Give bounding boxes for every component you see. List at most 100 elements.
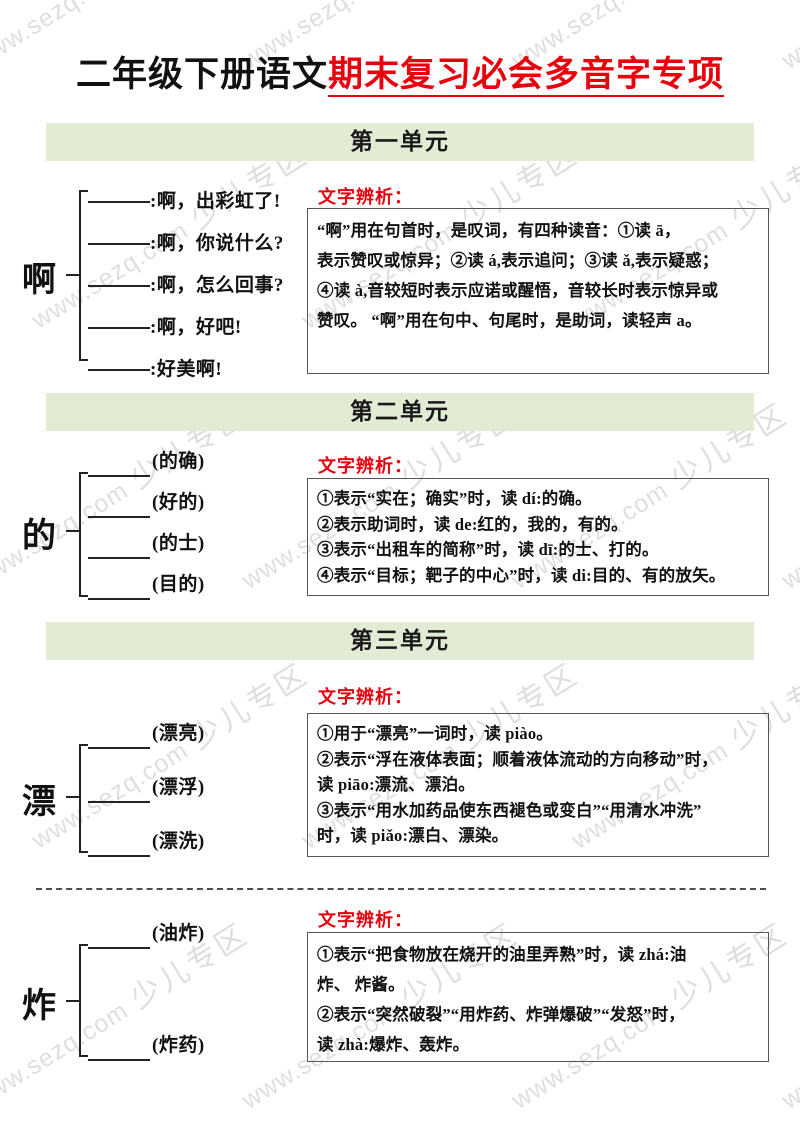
analysis-line: “啊”用在句首时，是叹词，有四种读音：①读 ā，	[317, 221, 681, 240]
page-title: 二年级下册语文期末复习必会多音字专项	[0, 46, 800, 97]
entry-label: (目的)	[152, 574, 205, 595]
entry-row[interactable]: :啊，好吧!	[88, 312, 242, 339]
unit-banner-3: 第三单元	[46, 622, 754, 660]
answer-blank[interactable]	[88, 242, 150, 245]
analysis-line: 炸、 炸酱。	[317, 975, 405, 994]
answer-blank[interactable]	[88, 326, 150, 329]
brace-tip-top	[79, 190, 88, 192]
analysis-line: ②表示助词时，读 de:红的，我的，有的。	[317, 514, 628, 534]
analysis-line: ②表示“浮在液体表面；顺着液体流动的方向移动”时，	[317, 749, 718, 769]
answer-blank[interactable]	[88, 284, 150, 287]
analysis-label-1: 文字辨析：	[318, 187, 413, 207]
brace-spine	[79, 472, 81, 596]
section-divider	[36, 888, 766, 890]
brace-tip-bottom	[79, 1055, 88, 1057]
entry-label: (漂亮)	[152, 723, 205, 744]
answer-blank[interactable]	[88, 854, 150, 857]
analysis-line: ③表示“用水加药品使东西褪色或变白”“用清水冲洗”	[317, 800, 702, 820]
brace-spine	[79, 744, 81, 852]
analysis-line: ①用于“漂亮”一词时，读 piào。	[317, 724, 553, 743]
brace-stem	[66, 796, 79, 798]
analysis-line: ①表示“把食物放在烧开的油里弄熟”时，读 zhá:油	[317, 945, 687, 964]
entry-row[interactable]: :啊，怎么回事?	[88, 270, 284, 297]
answer-blank[interactable]	[88, 800, 150, 803]
entry-row[interactable]: (漂浮)	[88, 777, 204, 812]
analysis-label-4: 文字辨析：	[318, 910, 413, 930]
analysis-line: 表示赞叹或惊异；②读 á,表示追问；③读 ǎ,表示疑惑；	[317, 251, 719, 270]
brace-stem	[66, 1000, 79, 1002]
entry-label: :啊，你说什么?	[150, 233, 284, 254]
entry-label: (漂洗)	[152, 831, 205, 852]
analysis-box-2: ①表示“实在；确实”时，读 dí:的确。 ②表示助词时，读 de:红的，我的，有…	[307, 478, 769, 596]
analysis-line: ④读 à,音较短时表示应诺或醒悟，音较长时表示惊异或	[317, 281, 719, 300]
brace-stem	[66, 274, 79, 276]
entry-label: (漂浮)	[152, 777, 205, 798]
headword-character-2: 的	[22, 518, 56, 555]
unit-banner-label-2: 第二单元	[350, 399, 450, 424]
analysis-line: 赞叹。 “啊”用在句中、句尾时，是助词，读轻声 a。	[317, 311, 702, 330]
entry-label: :啊，出彩虹了!	[150, 191, 281, 212]
headword-character-4: 炸	[22, 988, 56, 1025]
entry-label: :啊，好吧!	[150, 317, 242, 338]
entry-row[interactable]: :啊，你说什么?	[88, 228, 284, 255]
brace-group-2: 的 (的确) (好的) (的士) (目的)	[22, 451, 322, 609]
brace-group-3: 漂 (漂亮) (漂浮) (漂洗)	[22, 723, 322, 860]
brace-spine	[79, 190, 81, 360]
brace-tip-bottom	[79, 359, 88, 361]
analysis-box-4: ①表示“把食物放在烧开的油里弄熟”时，读 zhá:油 炸、 炸酱。 ②表示“突然…	[307, 932, 769, 1062]
analysis-box-3: ①用于“漂亮”一词时，读 piào。 ②表示“浮在液体表面；顺着液体流动的方向移…	[307, 713, 769, 857]
page-title-black: 二年级下册语文	[75, 55, 328, 94]
entry-label: (好的)	[152, 492, 205, 513]
entry-row[interactable]: (好的)	[88, 492, 204, 527]
answer-blank[interactable]	[88, 515, 150, 518]
analysis-line: 读 piāo:漂流、漂泊。	[317, 775, 475, 794]
watermark-text: www.sezq.com少儿专区	[776, 476, 800, 595]
answer-blank[interactable]	[88, 946, 150, 949]
answer-blank[interactable]	[88, 474, 150, 477]
headword-character-3: 漂	[22, 784, 56, 821]
brace-tip-bottom	[79, 595, 88, 597]
unit-banner-2: 第二单元	[46, 393, 754, 431]
analysis-line: ④表示“目标；靶子的中心”时，读 di:目的、有的放矢。	[317, 565, 726, 585]
entry-row[interactable]: (漂洗)	[88, 831, 204, 866]
unit-banner-label-1: 第一单元	[350, 129, 450, 154]
brace-group-1: 啊 :啊，出彩虹了! :啊，你说什么? :啊，怎么回事? :啊，好吧! :好美啊…	[22, 186, 322, 380]
answer-blank[interactable]	[88, 556, 150, 559]
answer-blank[interactable]	[88, 1058, 150, 1061]
analysis-line: 读 zhà:爆炸、轰炸。	[317, 1035, 470, 1054]
analysis-line: ②表示“突然破裂”“用炸药、炸弹爆破”“发怒”时，	[317, 1005, 685, 1024]
entry-label: (的士)	[152, 533, 205, 554]
watermark-text: www.sezq.com少儿专区	[776, 996, 800, 1115]
brace-group-4: 炸 (油炸) (炸药)	[22, 923, 322, 1061]
brace-tip-top	[79, 744, 88, 746]
unit-banner-1: 第一单元	[46, 123, 754, 161]
brace-tip-top	[79, 944, 88, 946]
entry-label: :好美啊!	[150, 359, 223, 380]
entry-row[interactable]: (漂亮)	[88, 723, 204, 758]
answer-blank[interactable]	[88, 746, 150, 749]
analysis-label-2: 文字辨析：	[318, 456, 413, 476]
analysis-line: ①表示“实在；确实”时，读 dí:的确。	[317, 489, 592, 508]
entry-row[interactable]: :好美啊!	[88, 354, 222, 381]
entry-row[interactable]: (炸药)	[88, 1035, 204, 1070]
brace-stem	[66, 530, 79, 532]
unit-banner-label-3: 第三单元	[350, 628, 450, 653]
brace-spine	[79, 944, 81, 1056]
answer-blank[interactable]	[88, 200, 150, 203]
analysis-line: 时，读 piǎo:漂白、漂染。	[317, 826, 509, 845]
analysis-label-3: 文字辨析：	[318, 687, 413, 707]
answer-blank[interactable]	[88, 368, 150, 371]
entry-label: (炸药)	[152, 1035, 205, 1056]
analysis-box-1: “啊”用在句首时，是叹词，有四种读音：①读 ā， 表示赞叹或惊异；②读 á,表示…	[307, 208, 769, 374]
brace-tip-top	[79, 472, 88, 474]
entry-label: :啊，怎么回事?	[150, 275, 284, 296]
entry-label: (油炸)	[152, 923, 205, 944]
entry-row[interactable]: :啊，出彩虹了!	[88, 186, 281, 213]
entry-row[interactable]: (的士)	[88, 533, 204, 568]
answer-blank[interactable]	[88, 597, 150, 600]
entry-row[interactable]: (目的)	[88, 574, 204, 609]
entry-row[interactable]: (的确)	[88, 451, 204, 486]
brace-tip-bottom	[79, 851, 88, 853]
entry-row[interactable]: (油炸)	[88, 923, 204, 958]
